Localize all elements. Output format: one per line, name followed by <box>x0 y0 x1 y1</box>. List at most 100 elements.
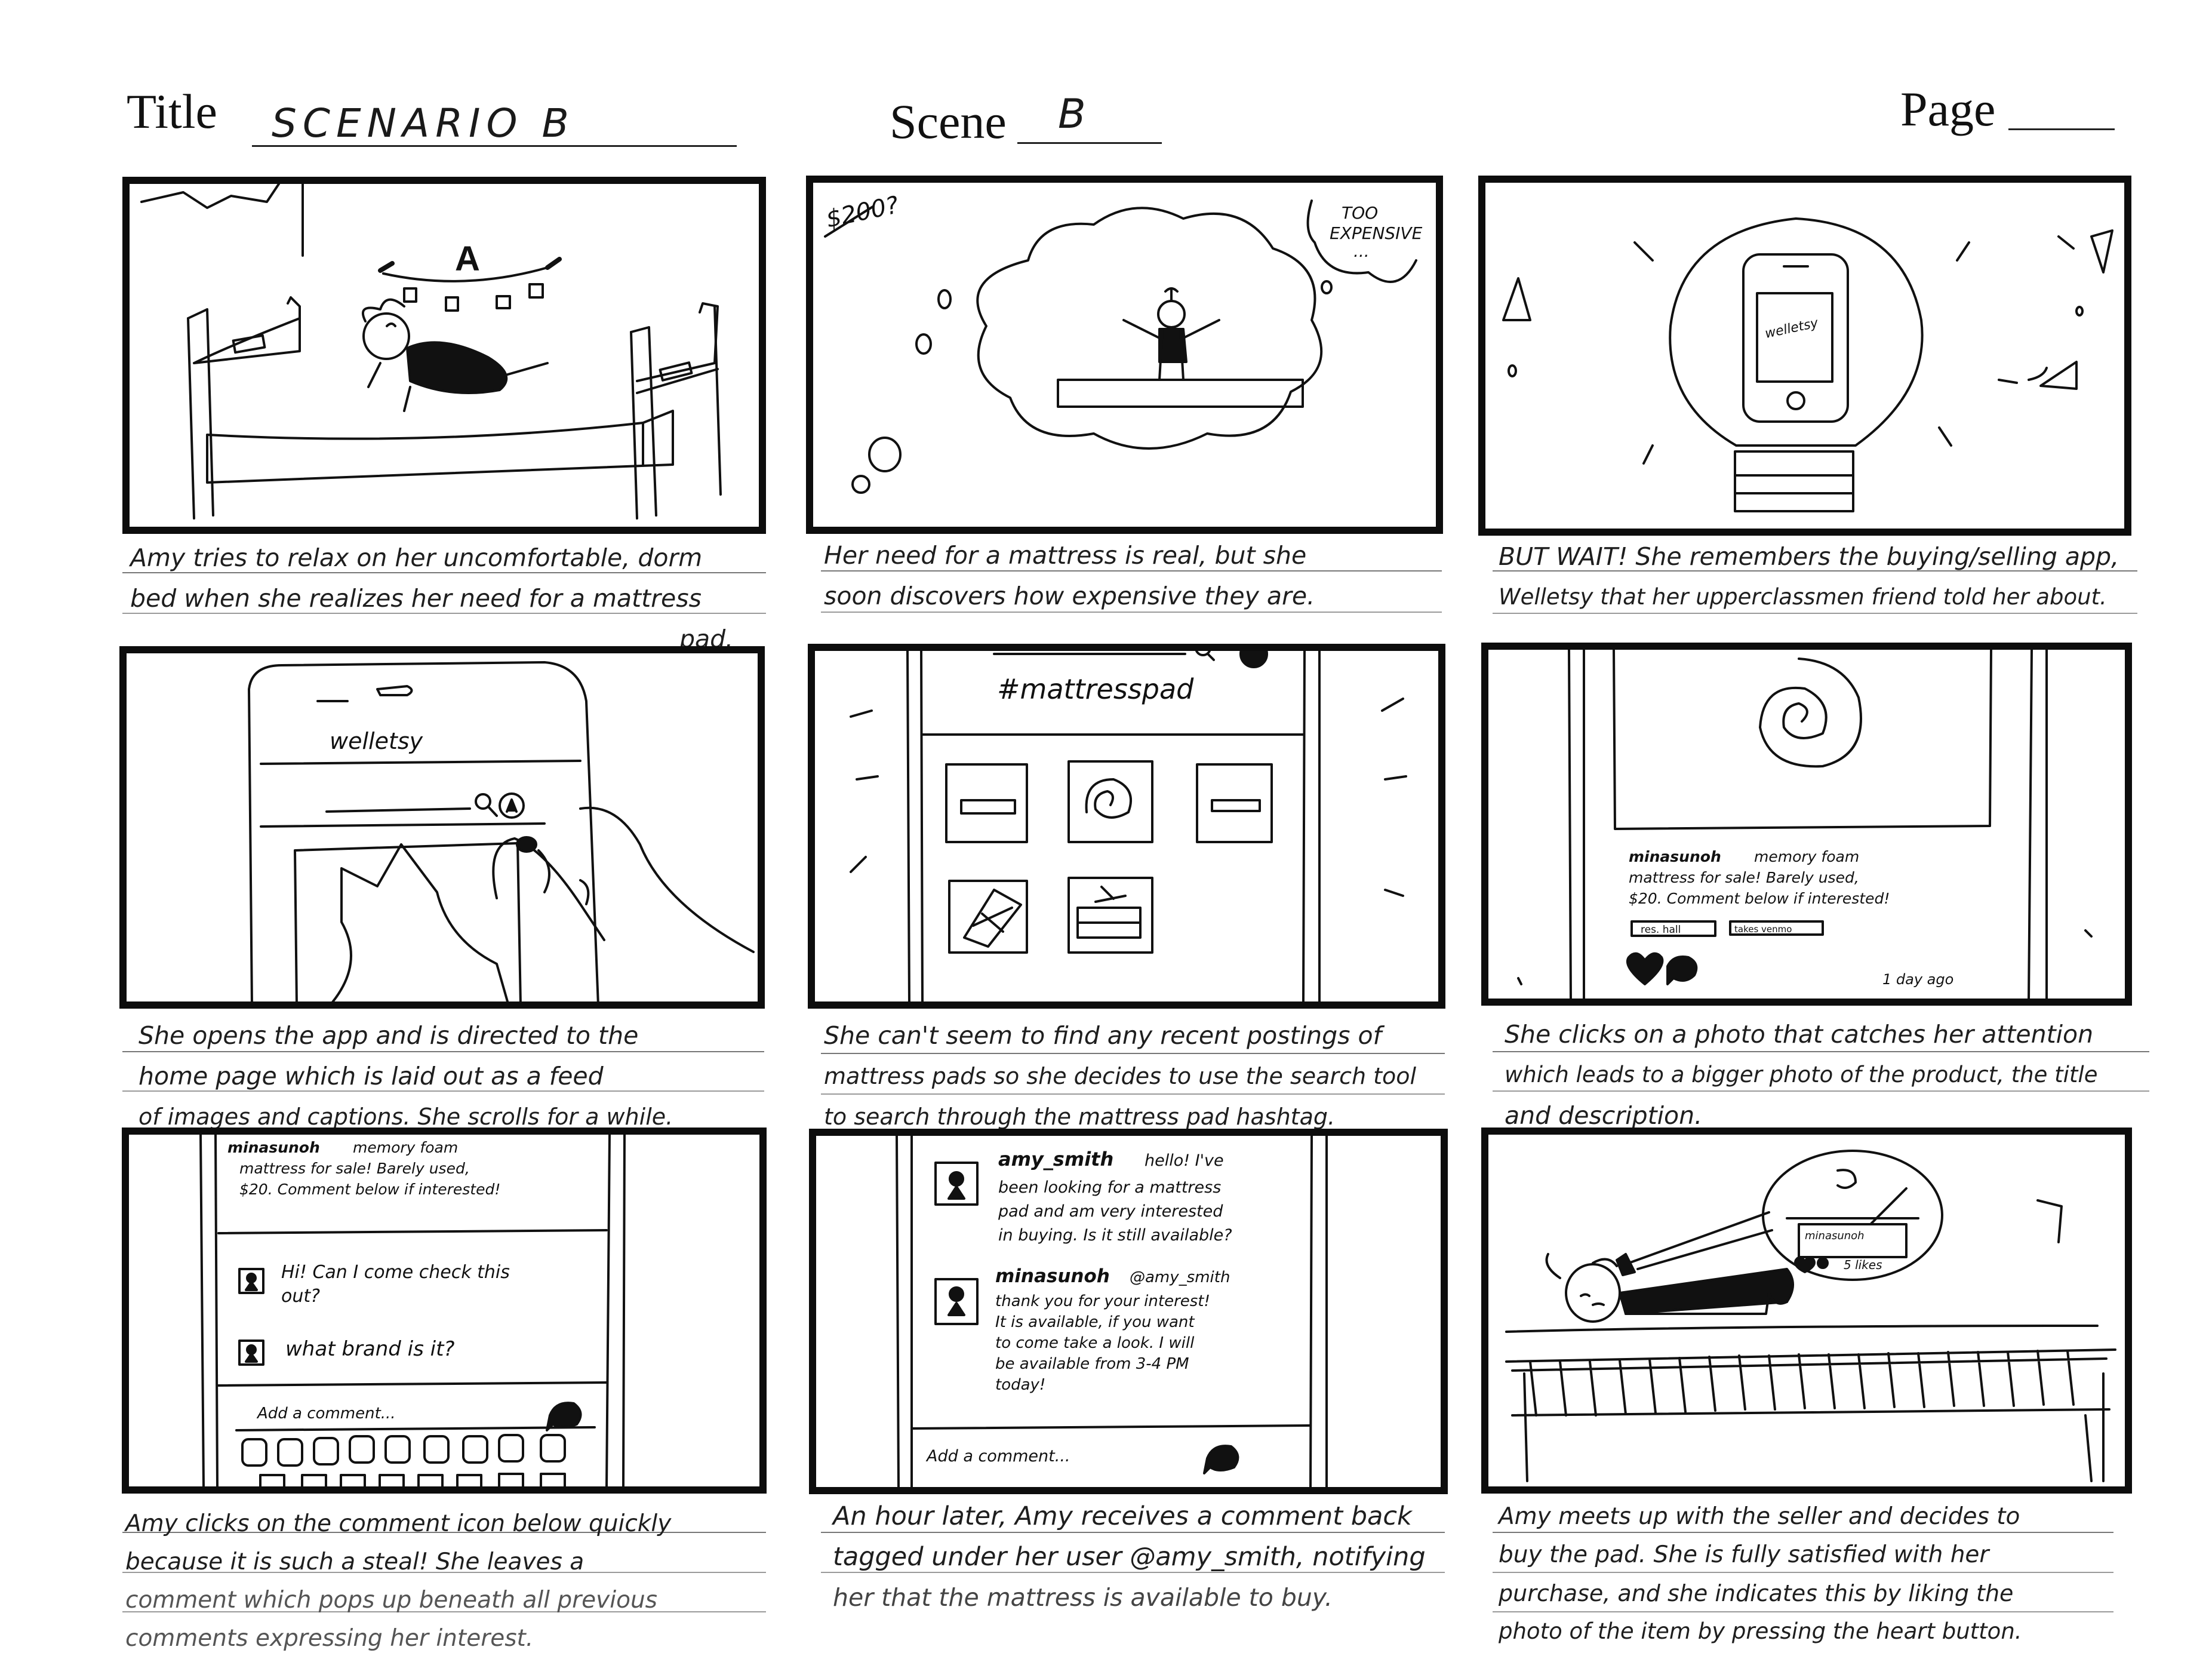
comment-amy: amy_smith hello! I've been looking for a… <box>998 1148 1232 1245</box>
panel-8-caption: An hour later, Amy receives a comment ba… <box>833 1496 1457 1618</box>
comment-line: today! <box>995 1376 1045 1394</box>
comment-line: out? <box>281 1286 320 1307</box>
add-comment-field[interactable]: Add a comment... <box>256 1405 396 1423</box>
panel-7-caption: Amy clicks on the comment icon below qui… <box>125 1505 770 1658</box>
panel-6-caption: She clicks on a photo that catches her a… <box>1505 1014 2209 1136</box>
caption-line: Her need for a mattress is real, but she <box>824 541 1307 570</box>
add-comment-field[interactable]: Add a comment... <box>925 1447 1070 1466</box>
post-line: $20. Comment below if interested! <box>1629 890 1890 907</box>
panel-9-rule-2 <box>1493 1572 2113 1573</box>
page-underline <box>2008 128 2115 130</box>
app-name: welletsy <box>330 728 423 754</box>
comment-line: been looking for a mattress <box>998 1178 1221 1197</box>
panel-4: welletsy <box>119 646 765 1009</box>
caption-line: soon discovers how expensive they are. <box>824 582 1315 610</box>
comment-send-icon[interactable] <box>1203 1445 1239 1474</box>
post-text: minasunoh memory foam mattress for sale!… <box>1629 848 1890 907</box>
panel-8-rule-2 <box>821 1572 1445 1573</box>
comment-line: in buying. Is it still available? <box>998 1226 1232 1245</box>
scene-label: Scene <box>890 94 1007 149</box>
title-underline <box>252 145 737 147</box>
caption-line: home page which is laid out as a feed <box>139 1062 604 1090</box>
caption-line: comment which pops up beneath all previo… <box>125 1587 657 1614</box>
comment-1: Hi! Can I come check this out? <box>281 1262 515 1307</box>
caption-line: of images and captions. She scrolls for … <box>139 1104 673 1130</box>
panel-7: minasunoh memory foam mattress for sale!… <box>122 1127 767 1494</box>
caption-line: An hour later, Amy receives a comment ba… <box>833 1501 1412 1531</box>
panel-6: minasunoh memory foam mattress for sale!… <box>1481 643 2132 1006</box>
comment-send-icon[interactable] <box>546 1402 582 1431</box>
caption-line: Amy meets up with the seller and decides… <box>1499 1503 2020 1530</box>
comment-line: thank you for your interest! <box>995 1292 1210 1310</box>
caption-line: comments expressing her interest. <box>125 1625 534 1652</box>
comment-user: amy_smith <box>998 1148 1113 1170</box>
panel-3: welletsy <box>1478 176 2131 536</box>
panel-1-caption: Amy tries to relax on her uncomfortable,… <box>130 537 772 659</box>
panel-6-rule-2 <box>1493 1090 2149 1092</box>
panel-7-rule-1 <box>122 1532 766 1533</box>
bubble-user: minasunoh <box>1805 1230 1865 1242</box>
page-label: Page <box>1900 82 1996 136</box>
panel-8: amy_smith hello! I've been looking for a… <box>809 1129 1448 1494</box>
caption-line: which leads to a bigger photo of the pro… <box>1505 1062 2098 1087</box>
comment-line: pad and am very interested <box>998 1202 1223 1221</box>
panel-2: $200? TOO EXPENSIVE ... <box>806 176 1443 534</box>
post-line: mattress for sale! Barely used, <box>1629 869 1859 886</box>
caption-line: tagged under her user @amy_smith, notify… <box>833 1542 1426 1572</box>
panel-9-rule-3 <box>1493 1611 2113 1612</box>
comment-icon[interactable] <box>1817 1257 1829 1269</box>
bubble-likes: 5 likes <box>1844 1258 1882 1272</box>
panel-3-caption: BUT WAIT! She remembers the buying/selli… <box>1499 536 2209 617</box>
caption-line: Amy tries to relax on her uncomfortable,… <box>130 543 703 572</box>
post-user: minasunoh <box>227 1139 320 1156</box>
comment-line: be available from 3-4 PM <box>995 1355 1189 1373</box>
tag-res-hall: res. hall <box>1641 924 1681 936</box>
comment-line: hello! I've <box>1145 1151 1224 1170</box>
panel-4-caption: She opens the app and is directed to the… <box>139 1015 771 1137</box>
caption-line: Amy clicks on the comment icon below qui… <box>125 1510 672 1537</box>
caption-line: She opens the app and is directed to the <box>139 1021 639 1050</box>
panel-7-rule-2 <box>122 1572 766 1573</box>
caption-line: photo of the item by pressing the heart … <box>1499 1618 2022 1644</box>
panel-2-rule-1 <box>821 570 1442 572</box>
comment-2: what brand is it? <box>285 1337 454 1361</box>
thought-line: TOO <box>1342 203 1378 223</box>
panel-6-rule-1 <box>1493 1051 2149 1052</box>
scene-value: B <box>1058 91 1086 138</box>
panel-3-rule-2 <box>1493 613 2137 614</box>
post-line: $20. Comment below if interested! <box>239 1181 500 1198</box>
comment-icon[interactable] <box>1666 956 1698 985</box>
comment-line: to come take a look. I will <box>995 1334 1195 1352</box>
panel-1-rule-1 <box>122 572 766 573</box>
heart-icon[interactable] <box>1794 1256 1816 1273</box>
panel-5-rule-2 <box>821 1093 1445 1095</box>
post-line: mattress for sale! Barely used, <box>239 1160 470 1177</box>
post-line: memory foam <box>353 1139 458 1156</box>
thought-line: EXPENSIVE <box>1330 223 1423 243</box>
caption-line: her that the mattress is available to bu… <box>833 1583 1333 1612</box>
caption-line: bed when she realizes her need for a mat… <box>130 584 702 613</box>
post-user: minasunoh <box>1629 848 1721 865</box>
caption-line: and description. <box>1505 1101 1703 1130</box>
caption-line: mattress pads so she decides to use the … <box>824 1063 1417 1089</box>
comment-line: @amy_smith <box>1130 1268 1230 1286</box>
heart-icon[interactable] <box>1626 952 1664 985</box>
caption-line: BUT WAIT! She remembers the buying/selli… <box>1499 542 2119 571</box>
post-text: minasunoh memory foam mattress for sale!… <box>227 1139 500 1198</box>
panel-5: #mattresspad <box>808 644 1445 1009</box>
panel-8-rule-1 <box>821 1532 1445 1533</box>
caption-line: purchase, and she indicates this by liki… <box>1499 1580 2014 1606</box>
scene-underline <box>1017 142 1162 144</box>
post-line: memory foam <box>1754 848 1859 865</box>
title-value: SCENARIO B <box>272 100 575 146</box>
panel-5-rule-1 <box>821 1053 1445 1054</box>
comment-mina: minasunoh @amy_smith thank you for your … <box>995 1265 1235 1394</box>
panel-7-rule-3 <box>122 1611 766 1612</box>
banner-letter: A <box>455 239 480 278</box>
panel-5-caption: She can't seem to find any recent postin… <box>824 1015 1448 1137</box>
caption-line: to search through the mattress pad hasht… <box>824 1104 1336 1130</box>
app-name: welletsy <box>1764 315 1820 341</box>
caption-line: because it is such a steal! She leaves a <box>125 1549 584 1575</box>
caption-line: She can't seem to find any recent postin… <box>824 1021 1382 1050</box>
tag-venmo: takes venmo <box>1734 924 1792 935</box>
